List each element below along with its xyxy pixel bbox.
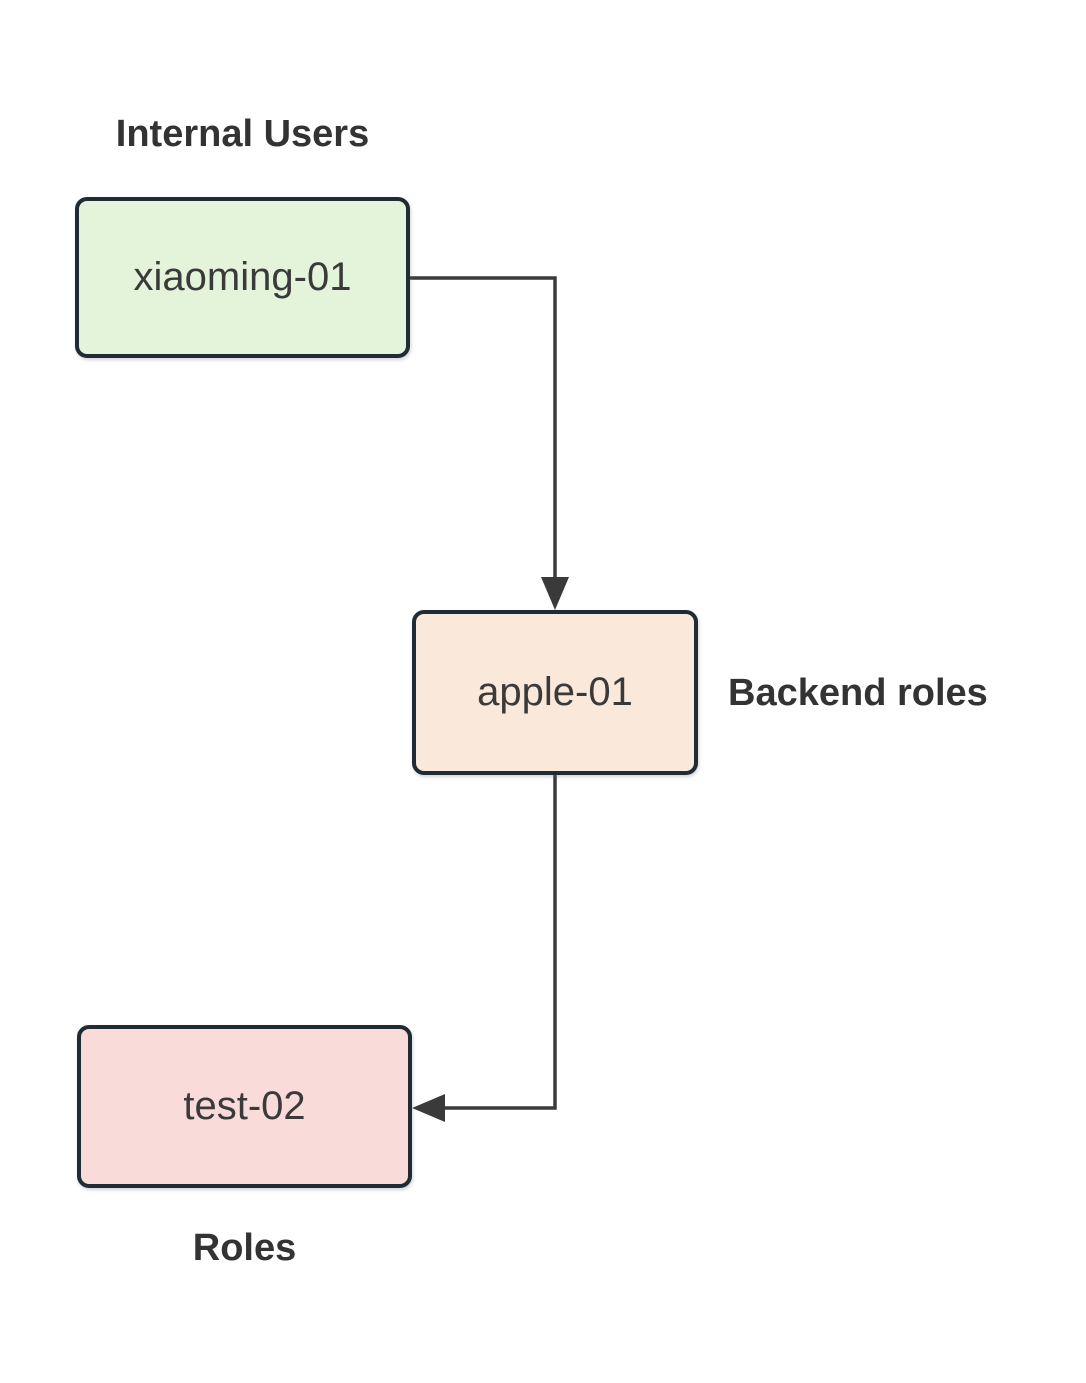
node-test-02: test-02: [77, 1025, 412, 1188]
arrowhead-down-icon: [541, 577, 569, 610]
internal-users-label: Internal Users: [115, 113, 370, 155]
node-test-02-label: test-02: [183, 1084, 306, 1128]
node-apple-01-label: apple-01: [477, 670, 633, 714]
node-apple-01: apple-01: [412, 610, 698, 775]
backend-roles-label: Backend roles: [728, 672, 988, 714]
edge-line-apple-to-test: [445, 775, 557, 1110]
edge-apple-to-test: [412, 775, 557, 1122]
roles-label: Roles: [192, 1227, 297, 1269]
node-xiaoming-01: xiaoming-01: [75, 197, 410, 358]
edge-xiaoming-to-apple: [410, 276, 569, 610]
edge-line-xiaoming-to-apple: [410, 276, 557, 580]
arrowhead-left-icon: [412, 1094, 445, 1122]
node-xiaoming-01-label: xiaoming-01: [133, 255, 352, 299]
